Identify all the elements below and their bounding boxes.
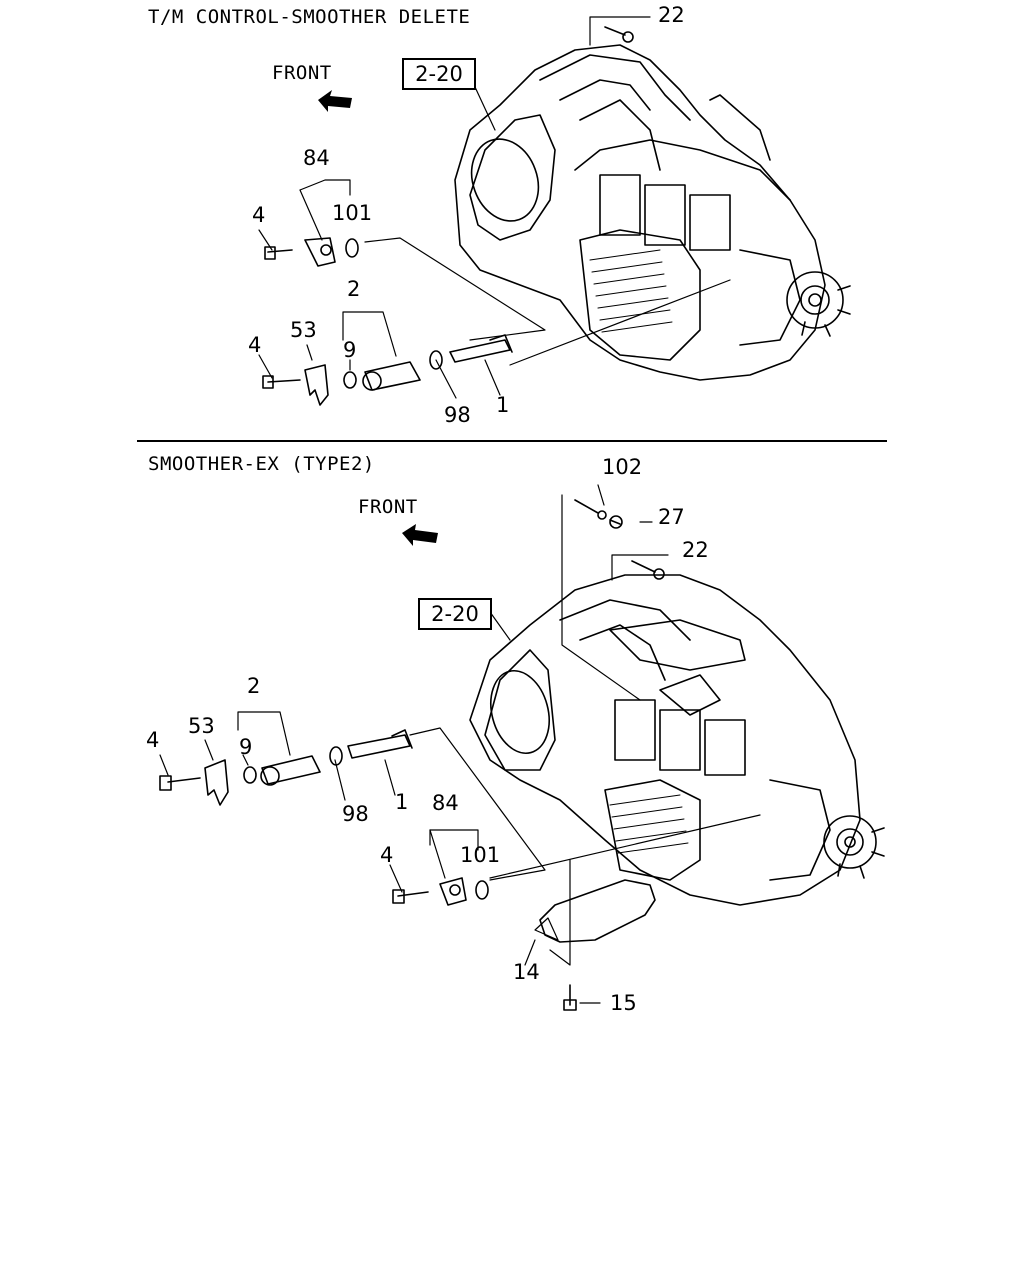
callout-101[interactable]: 101 [332, 201, 373, 225]
ref-box-bottom[interactable]: 2-20 [418, 598, 492, 630]
callout-27[interactable]: 27 [658, 505, 685, 529]
callout-4[interactable]: 4 [248, 333, 262, 357]
callout-53[interactable]: 53 [290, 318, 317, 342]
transmission-drawing-bottom [469, 499, 885, 906]
ref-box-top[interactable]: 2-20 [402, 58, 476, 90]
callout-22[interactable]: 22 [682, 538, 709, 562]
small-parts-bottom [159, 729, 489, 906]
callout-4[interactable]: 4 [380, 843, 394, 867]
cover-plate-drawing [539, 879, 656, 943]
section-divider [137, 440, 887, 442]
front-arrow-icon-bottom [402, 524, 438, 546]
callout-2[interactable]: 2 [347, 277, 361, 301]
callout-14[interactable]: 14 [513, 960, 540, 984]
callout-9[interactable]: 9 [239, 735, 253, 759]
section-title-bottom: SMOOTHER-EX (TYPE2) [148, 453, 375, 475]
front-arrow-icon-top [318, 90, 352, 112]
section-title-top: T/M CONTROL-SMOOTHER DELETE [148, 6, 471, 28]
callout-2[interactable]: 2 [247, 674, 261, 698]
front-label-bottom: FRONT [358, 496, 418, 518]
small-parts-top [262, 237, 513, 406]
callout-101[interactable]: 101 [460, 843, 501, 867]
callout-15[interactable]: 15 [610, 991, 637, 1015]
callout-102[interactable]: 102 [602, 455, 643, 479]
callout-4[interactable]: 4 [252, 203, 266, 227]
callout-53[interactable]: 53 [188, 714, 215, 738]
callout-4[interactable]: 4 [146, 728, 160, 752]
callout-9[interactable]: 9 [343, 338, 357, 362]
callout-98[interactable]: 98 [342, 802, 369, 826]
leader-lines-bottom [159, 484, 761, 1004]
leader-lines-top [258, 16, 731, 399]
front-label-top: FRONT [272, 62, 332, 84]
transmission-drawing-top [454, 26, 851, 381]
callout-1[interactable]: 1 [395, 790, 409, 814]
callout-84[interactable]: 84 [303, 146, 330, 170]
callout-1[interactable]: 1 [496, 393, 510, 417]
callout-84[interactable]: 84 [432, 791, 459, 815]
callout-22[interactable]: 22 [658, 3, 685, 27]
callout-98[interactable]: 98 [444, 403, 471, 427]
